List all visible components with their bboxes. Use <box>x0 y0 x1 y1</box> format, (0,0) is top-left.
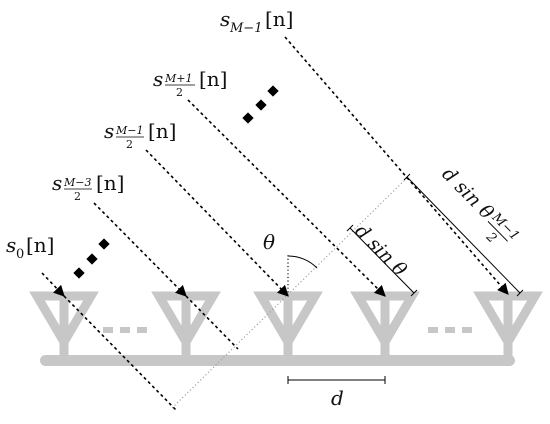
signal-label-s-m-plus-1-over-2: s M+1 2 [n] <box>153 67 228 99</box>
incoming-rays <box>41 36 509 411</box>
signal-subscript: 0 <box>16 247 24 262</box>
antenna-element <box>151 291 221 358</box>
angle-theta: θ <box>263 230 318 296</box>
array-feed-bar <box>40 355 515 366</box>
signal-symbol: s <box>220 7 230 31</box>
ray-s-m-minus-3-over-2 <box>93 202 187 297</box>
signal-label-s-m-minus-3-over-2: s M−3 2 [n] <box>52 171 125 203</box>
bracket-tick <box>410 289 418 297</box>
subscript-numerator: M+1 <box>164 72 192 85</box>
signal-argument: [n] <box>148 119 177 143</box>
ellipsis-dash <box>137 327 147 333</box>
bracket-line <box>406 176 521 294</box>
array-ellipsis-right <box>428 327 472 333</box>
ellipsis-dash <box>428 327 438 333</box>
path-difference-bracket-2 <box>403 173 524 297</box>
spacing-dimension: d <box>287 376 386 410</box>
path-difference-label-1: d sin θ <box>350 220 411 281</box>
ray-s-m-minus-3-over-2-extension <box>185 295 239 350</box>
signal-label-s-m-minus-1-over-2: s M−1 2 [n] <box>104 119 177 151</box>
ellipsis-dash <box>120 327 130 333</box>
ellipsis-dash <box>103 327 113 333</box>
antenna-element <box>253 291 323 358</box>
signal-label-s0: s 0 [n] <box>6 233 55 262</box>
bracket-line <box>349 227 415 294</box>
signal-symbol: s <box>6 233 16 257</box>
diamond-dot <box>86 253 98 265</box>
diamond-ellipsis-right <box>242 85 279 124</box>
signal-argument: [n] <box>265 7 294 31</box>
diamond-dot <box>255 99 267 111</box>
ray-s-m-minus-1 <box>284 36 509 295</box>
center-left-segment <box>215 355 225 366</box>
path-difference-label-2: d sin θ M−1 2 <box>437 163 522 246</box>
array-ellipsis-left <box>103 327 147 333</box>
subscript-denominator: 2 <box>74 190 81 203</box>
ellipsis-dash <box>462 327 472 333</box>
ray-s-m-minus-1-over-2 <box>145 149 289 297</box>
signal-symbol: s <box>52 171 62 195</box>
ray-s-m-plus-1-over-2 <box>187 99 386 297</box>
angle-arc <box>287 255 318 269</box>
bracket-tick <box>516 289 524 297</box>
wavefront-line <box>171 176 409 409</box>
antenna-element <box>473 291 543 358</box>
spacing-label: d <box>331 386 344 410</box>
signal-argument: [n] <box>96 171 125 195</box>
fraction-bar <box>487 221 508 242</box>
signal-label-s-m-minus-1: s M−1 [n] <box>220 7 294 36</box>
path-difference-bracket-1 <box>346 224 418 297</box>
antenna-element <box>350 291 420 358</box>
signal-symbol: s <box>104 119 114 143</box>
signal-argument: [n] <box>26 233 55 257</box>
signal-labels: s 0 [n] s M−3 2 [n] s M−1 2 [n] s M+1 2 … <box>6 7 294 262</box>
antenna-element <box>29 291 99 358</box>
ellipsis-dash <box>445 327 455 333</box>
diamond-dot <box>73 267 85 279</box>
ray-s0 <box>41 272 65 297</box>
signal-subscript: M−1 <box>229 21 262 36</box>
fraction-denominator: 2 <box>482 229 499 246</box>
bracket-tick <box>403 173 411 181</box>
signal-symbol: s <box>153 67 163 91</box>
ray-s0-extension <box>63 295 177 411</box>
subscript-numerator: M−3 <box>63 176 91 189</box>
diamond-dot <box>267 85 279 97</box>
diamond-ellipsis-left <box>73 238 110 279</box>
theta-label: θ <box>263 230 275 254</box>
antenna-array <box>40 355 515 366</box>
subscript-denominator: 2 <box>176 86 183 99</box>
path-difference-prefix: d sin θ <box>437 163 498 224</box>
signal-argument: [n] <box>199 67 228 91</box>
subscript-denominator: 2 <box>126 138 133 151</box>
diamond-dot <box>98 238 110 250</box>
bracket-tick <box>346 224 354 232</box>
diamond-dot <box>242 112 254 124</box>
subscript-numerator: M−1 <box>115 124 143 137</box>
